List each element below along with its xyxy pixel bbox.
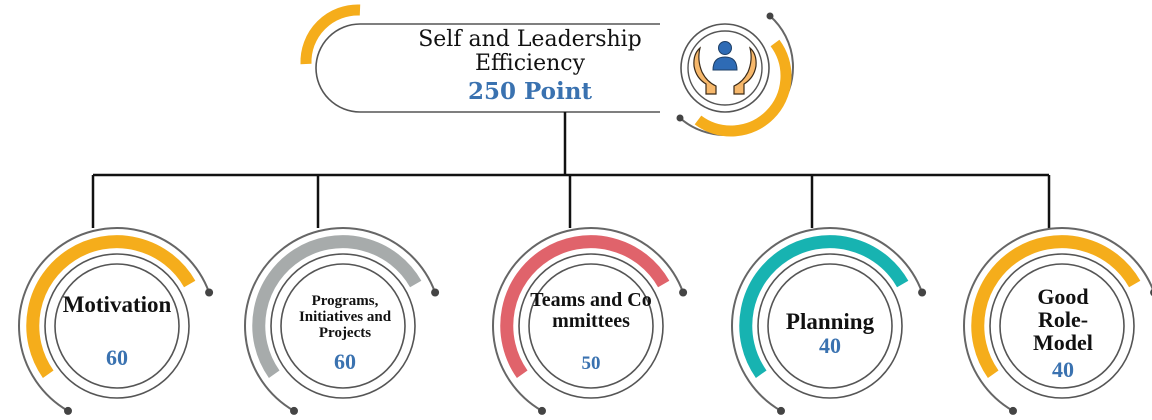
node-inner-ring-planning: [767, 263, 893, 389]
root-icon-badge: [676, 12, 794, 137]
root-box-outline: [315, 23, 660, 113]
node-rings: [18, 227, 1152, 415]
node-title-programs: Programs, Initiatives and Projects: [298, 293, 392, 341]
node-colored-arc-role-model: [971, 235, 1141, 378]
node-title-role-model: Good Role-Model: [1033, 284, 1093, 356]
root-icon-orange-arc: [694, 39, 792, 137]
node-value-programs: 60: [334, 349, 356, 374]
tree-connectors: [91, 112, 1051, 228]
node-title-planning: Planning: [785, 309, 875, 334]
node-colored-arc-programs: [252, 235, 422, 378]
node-inner-ring-programs: [280, 263, 406, 389]
node-arc-dot-planning: [918, 288, 927, 297]
node-value-motivation: 60: [106, 345, 128, 370]
node-arc-dot-end-motivation: [64, 406, 72, 415]
root-node: [300, 4, 660, 113]
node-title-teams: Teams and Committees: [530, 289, 652, 332]
root-orange-accent: [300, 4, 361, 65]
node-arc-dot-end-planning: [777, 406, 785, 415]
node-arc-dot-teams: [679, 288, 688, 297]
node-arc-dot-programs: [431, 288, 440, 297]
node-colored-arc-motivation: [26, 235, 196, 378]
node-value-role-model: 40: [1052, 357, 1074, 382]
root-title: Self and Leadership Efficiency: [418, 27, 642, 77]
node-outer-arc-role-model: [963, 227, 1152, 412]
node-inner-ring-role-model: [999, 263, 1125, 389]
node-arc-dot-end-teams: [538, 406, 546, 415]
node-arc-dot-end-role-model: [1009, 406, 1017, 415]
root-icon-arc-dot-2: [676, 114, 684, 122]
node-inner-ring-teams: [528, 263, 654, 389]
node-inner-ring-motivation: [54, 263, 180, 389]
node-arc-dot-end-programs: [290, 406, 298, 415]
root-points: 250 Point: [467, 78, 593, 105]
node-arc-dot-motivation: [205, 288, 214, 297]
node-outer-arc-motivation: [18, 227, 211, 412]
node-value-planning: 40: [819, 333, 841, 358]
hands-protecting-person-icon: [693, 41, 757, 95]
root-icon-arc-dot: [766, 12, 774, 20]
node-value-teams: 50: [581, 353, 601, 374]
node-outer-arc-planning: [731, 227, 924, 412]
node-outer-arc-teams: [492, 227, 685, 412]
node-colored-arc-planning: [739, 235, 909, 378]
node-title-motivation: Motivation: [62, 292, 172, 317]
node-colored-arc-teams: [500, 235, 670, 378]
node-outer-arc-programs: [244, 227, 437, 412]
